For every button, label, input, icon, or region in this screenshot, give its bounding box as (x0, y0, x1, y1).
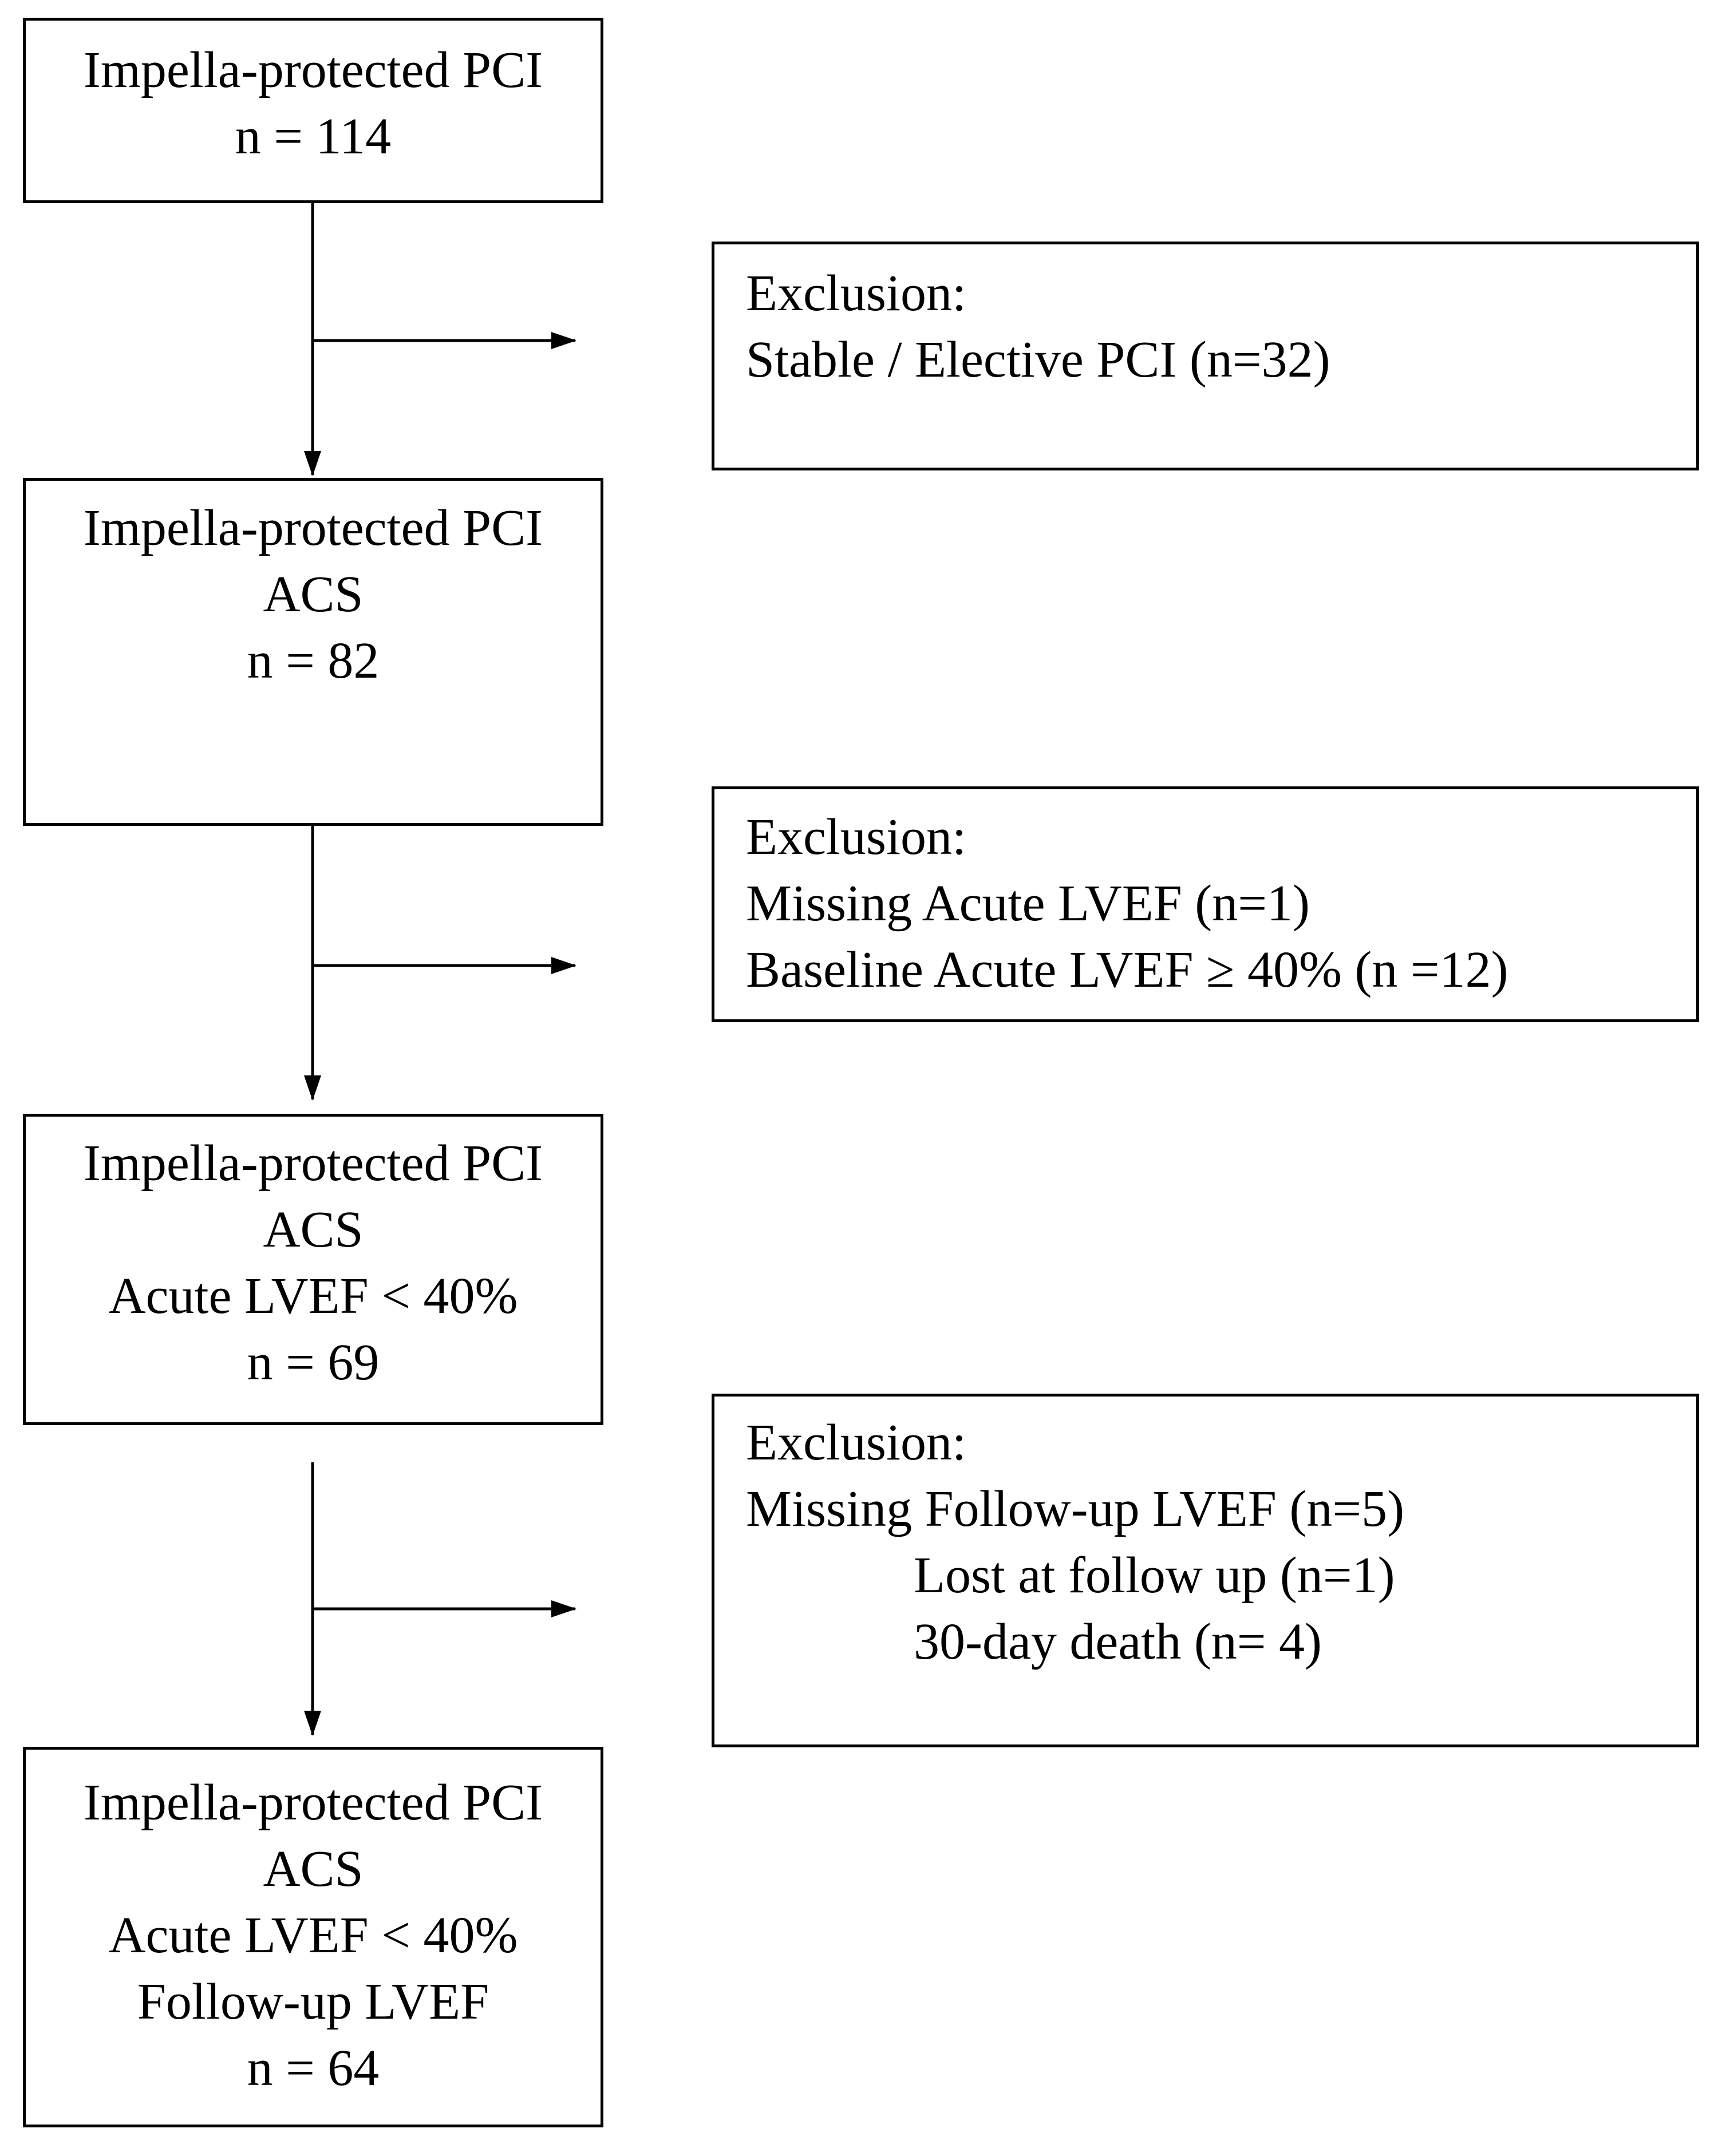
exclusion-box-3-subline-1: Lost at follow up (n=1) (914, 1547, 1395, 1604)
flow-box-1-line-2: n = 114 (235, 108, 392, 165)
flow-box-3-line-4: n = 69 (247, 1334, 380, 1391)
flow-box-2-line-1: Impella-protected PCI (83, 500, 543, 556)
flow-box-4-line-3: Acute LVEF < 40% (108, 1907, 518, 1964)
exclusion-box-2: Exclusion: Missing Acute LVEF (n=1) Base… (712, 786, 1699, 1022)
flow-box-3-line-3: Acute LVEF < 40% (108, 1268, 518, 1324)
flow-box-4-line-2: ACS (263, 1841, 364, 1897)
flow-box-4-line-5: n = 64 (247, 2040, 380, 2096)
exclusion-box-1-line-1: Stable / Elective PCI (n=32) (746, 331, 1330, 388)
flow-box-4-line-1: Impella-protected PCI (83, 1774, 543, 1831)
exclusion-box-2-line-1: Missing Acute LVEF (n=1) (746, 875, 1310, 932)
flow-box-1: Impella-protected PCI n = 114 (23, 18, 603, 203)
flow-box-2: Impella-protected PCI ACS n = 82 (23, 478, 603, 826)
exclusion-box-1-heading: Exclusion: (746, 265, 966, 322)
flow-box-3-line-1: Impella-protected PCI (83, 1135, 543, 1192)
exclusion-box-3-heading: Exclusion: (746, 1414, 966, 1471)
exclusion-box-2-heading: Exclusion: (746, 809, 966, 865)
flow-box-2-line-2: ACS (263, 566, 364, 623)
flow-box-3: Impella-protected PCI ACS Acute LVEF < 4… (23, 1114, 603, 1425)
flow-box-3-line-2: ACS (263, 1201, 364, 1258)
flow-box-2-line-3: n = 82 (247, 632, 380, 689)
exclusion-box-2-line-2: Baseline Acute LVEF ≥ 40% (n =12) (746, 941, 1508, 998)
flow-box-4: Impella-protected PCI ACS Acute LVEF < 4… (23, 1747, 603, 2127)
exclusion-box-3-subline-2: 30-day death (n= 4) (914, 1613, 1322, 1670)
exclusion-box-3: Exclusion: Missing Follow-up LVEF (n=5) … (712, 1394, 1699, 1747)
flow-box-4-line-4: Follow-up LVEF (137, 1973, 489, 2030)
exclusion-box-3-line-1: Missing Follow-up LVEF (n=5) (746, 1481, 1405, 1537)
exclusion-box-1: Exclusion: Stable / Elective PCI (n=32) (712, 242, 1699, 470)
flow-box-1-line-1: Impella-protected PCI (83, 42, 543, 98)
